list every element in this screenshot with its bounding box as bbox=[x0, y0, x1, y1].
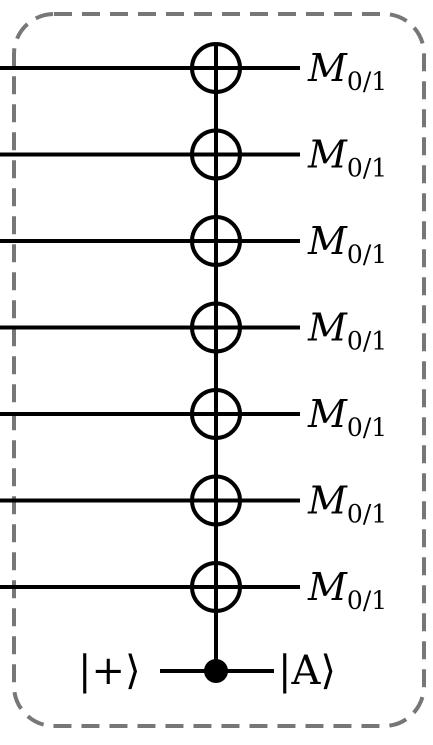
control-output-label: |A⟩ bbox=[278, 648, 336, 694]
measurement-label-subscript: 0/1 bbox=[347, 327, 387, 356]
measurement-label: M0/1 bbox=[307, 219, 387, 269]
measurement-label: M0/1 bbox=[307, 565, 387, 615]
measurement-label-subscript: 0/1 bbox=[347, 154, 387, 183]
target-row: M0/1 bbox=[0, 128, 387, 183]
target-row: M0/1 bbox=[0, 474, 387, 529]
measurement-label-main: M bbox=[307, 46, 348, 90]
measurement-label-subscript: 0/1 bbox=[347, 586, 387, 615]
control-input-label: |+⟩ bbox=[78, 648, 141, 694]
measurement-label-subscript: 0/1 bbox=[347, 413, 387, 442]
dashed-boundary bbox=[12, 12, 426, 728]
measurement-label-main: M bbox=[307, 133, 348, 177]
target-row: M0/1 bbox=[0, 388, 387, 442]
measurement-label: M0/1 bbox=[307, 392, 387, 442]
measurement-label-main: M bbox=[307, 392, 348, 436]
target-row: M0/1 bbox=[0, 301, 387, 356]
measurement-label-main: M bbox=[307, 565, 348, 609]
control-dot bbox=[204, 659, 228, 683]
control-row: |+⟩ |A⟩ bbox=[78, 648, 336, 694]
measurement-label-main: M bbox=[307, 306, 348, 350]
target-row: M0/1 bbox=[0, 561, 387, 615]
target-row: M0/1 bbox=[0, 215, 387, 269]
target-row: M0/1 bbox=[0, 42, 387, 96]
measurement-label: M0/1 bbox=[307, 133, 387, 183]
target-rows: M0/1M0/1M0/1M0/1M0/1M0/1M0/1 bbox=[0, 42, 387, 671]
measurement-label-subscript: 0/1 bbox=[347, 240, 387, 269]
measurement-label: M0/1 bbox=[307, 46, 387, 96]
measurement-label: M0/1 bbox=[307, 306, 387, 356]
measurement-label-main: M bbox=[307, 219, 348, 263]
measurement-label-subscript: 0/1 bbox=[347, 67, 387, 96]
measurement-label-subscript: 0/1 bbox=[347, 500, 387, 529]
measurement-label-main: M bbox=[307, 479, 348, 523]
measurement-label: M0/1 bbox=[307, 479, 387, 529]
